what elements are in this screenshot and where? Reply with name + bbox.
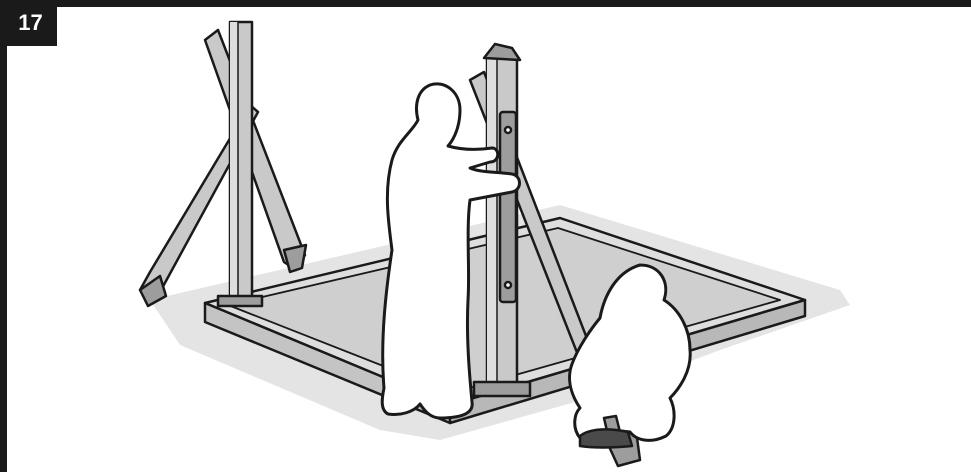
left-post-assembly bbox=[140, 22, 306, 306]
